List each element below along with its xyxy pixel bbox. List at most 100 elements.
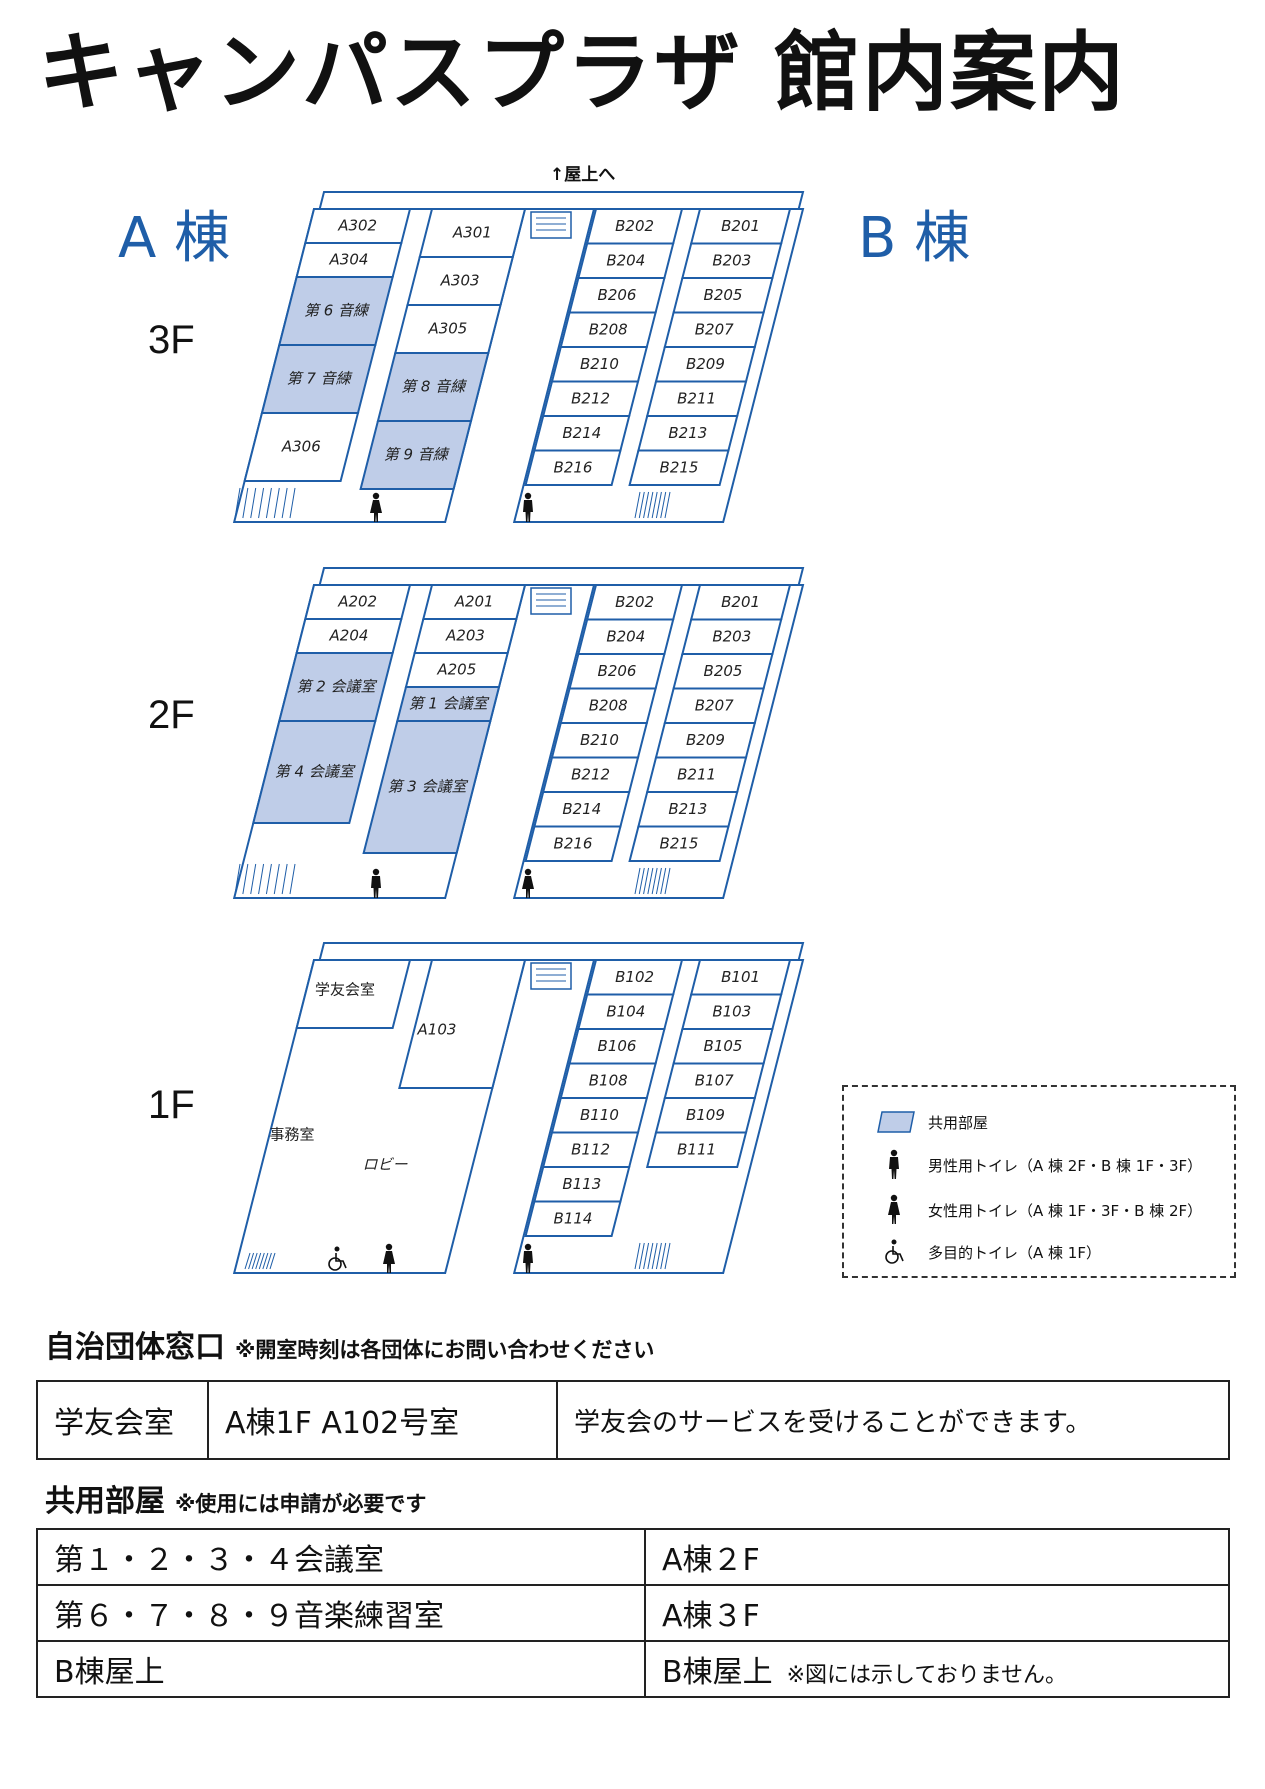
room-label: A205: [436, 661, 476, 679]
room-label: B106: [598, 1037, 637, 1055]
shared-title: 共用部屋: [45, 1484, 165, 1519]
shared-place-note: ※図には示しておりません。: [786, 1663, 1068, 1688]
room-label: B114: [554, 1209, 593, 1227]
shared-room: 第１・２・３・４会議室: [36, 1528, 646, 1586]
room-label: B214: [562, 800, 601, 818]
stairs-icon: [530, 962, 572, 990]
room-label: B112: [571, 1140, 610, 1158]
room-label: B205: [704, 286, 743, 304]
room-label: ロビー: [362, 1156, 408, 1174]
floor-plan-1f: 学友会室A103事務室ロビーB102B104B106B108B110B112B1…: [232, 942, 805, 1274]
room-label: B204: [606, 627, 645, 645]
room-box: [524, 449, 622, 486]
room-label: B110: [580, 1106, 619, 1124]
wheelchair-icon: [872, 1238, 916, 1265]
room-label: B215: [660, 458, 699, 476]
room-label: B103: [712, 1002, 751, 1020]
room-label: B202: [615, 593, 654, 611]
legend-male: 男性用トイレ（A 棟 2F・B 棟 1F・3F）: [872, 1149, 1203, 1179]
room-label: B201: [721, 217, 760, 235]
room-label: 第 1 会議室: [409, 695, 490, 713]
shared-note: ※使用には申請が必要です: [175, 1492, 427, 1516]
room-label: B206: [598, 662, 637, 680]
room-label: A103: [417, 1021, 457, 1039]
jichi-place: A棟1F A102号室: [207, 1380, 558, 1460]
shared-place: A棟２F: [644, 1528, 1230, 1586]
room-label: A304: [329, 251, 369, 269]
room-label: B207: [695, 696, 734, 714]
room-label: B105: [704, 1037, 743, 1055]
room-box: [524, 1200, 622, 1237]
floor-label-2f: 2F: [148, 693, 195, 737]
room-box: [645, 1131, 748, 1168]
table-row: 第１・２・３・４会議室 A棟２F: [36, 1528, 1230, 1586]
room-label: 第 4 会議室: [275, 763, 356, 781]
room-box: [524, 825, 622, 862]
shared-section-title: 共用部屋 ※使用には申請が必要です: [45, 1476, 426, 1520]
room-box: [628, 449, 730, 486]
floor-label-1f: 1F: [148, 1083, 195, 1127]
legend-shared: 共用部屋: [872, 1109, 988, 1135]
room-label: 第 6 音練: [304, 302, 370, 320]
room-label: 第 2 会議室: [296, 678, 377, 696]
room-label: 学友会室: [315, 981, 375, 999]
stairs-icon: [530, 211, 572, 239]
room-label: B203: [712, 627, 751, 645]
legend-female: 女性用トイレ（A 棟 1F・3F・B 棟 2F）: [872, 1194, 1203, 1224]
room-label: A204: [329, 627, 369, 645]
page-title: キャンパスプラザ 館内案内: [38, 23, 1126, 123]
room-label: B214: [562, 424, 601, 442]
room-box: [398, 959, 527, 1089]
legend-accessible-label: 多目的トイレ（A 棟 1F）: [928, 1243, 1101, 1262]
legend-shared-label: 共用部屋: [928, 1113, 989, 1132]
shared-room: 第６・７・８・９音楽練習室: [36, 1584, 646, 1642]
room-label: B213: [668, 800, 707, 818]
jichi-section-title: 自治団体窓口※開室時刻は各団体にお問い合わせください: [45, 1322, 654, 1366]
room-label: A201: [454, 593, 494, 611]
stairs-icon: [634, 867, 671, 895]
room-label: B209: [686, 355, 725, 373]
table-row: B棟屋上 B棟屋上※図には示しておりません。: [36, 1640, 1230, 1698]
room-label: B111: [677, 1140, 716, 1158]
room-label: B101: [721, 968, 760, 986]
stairs-icon: [530, 587, 572, 615]
jichi-note: ※開室時刻は各団体にお問い合わせください: [235, 1338, 655, 1362]
female-toilet-icon: [872, 1194, 916, 1224]
legend-box: 共用部屋 男性用トイレ（A 棟 2F・B 棟 1F・3F） 女性用トイレ（A 棟…: [842, 1085, 1236, 1278]
wing-a-label: A 棟: [118, 206, 231, 271]
top-corridor: [318, 191, 805, 210]
shared-table: 第１・２・３・４会議室 A棟２F 第６・７・８・９音楽練習室 A棟３F B棟屋上…: [36, 1528, 1230, 1698]
room-label: B109: [686, 1106, 725, 1124]
room-label: B104: [606, 1002, 645, 1020]
room-label: B208: [589, 320, 628, 338]
jichi-desc: 学友会のサービスを受けることができます。: [556, 1380, 1230, 1460]
top-corridor: [318, 942, 805, 961]
table-row: 第６・７・８・９音楽練習室 A棟３F: [36, 1584, 1230, 1642]
room-label: B107: [695, 1071, 734, 1089]
room-label: B205: [704, 662, 743, 680]
room-label: A306: [281, 438, 321, 456]
room-box: [252, 720, 377, 824]
shared-place: A棟３F: [644, 1584, 1230, 1642]
male-toilet-icon: [872, 1149, 916, 1179]
room-label: B213: [668, 424, 707, 442]
room-label: B209: [686, 731, 725, 749]
room-label: B113: [562, 1175, 601, 1193]
jichi-name: 学友会室: [36, 1380, 209, 1460]
table-row: 学友会室 A棟1F A102号室 学友会のサービスを受けることができます。: [36, 1380, 1230, 1460]
legend-female-label: 女性用トイレ（A 棟 1F・3F・B 棟 2F）: [928, 1201, 1203, 1220]
jichi-table: 学友会室 A棟1F A102号室 学友会のサービスを受けることができます。: [36, 1380, 1230, 1460]
room-label: B210: [580, 731, 619, 749]
room-label: B210: [580, 355, 619, 373]
stairs-icon: [634, 1242, 671, 1270]
room-box: [628, 825, 730, 862]
legend-accessible: 多目的トイレ（A 棟 1F）: [872, 1238, 1101, 1265]
legend-male-label: 男性用トイレ（A 棟 2F・B 棟 1F・3F）: [928, 1156, 1203, 1175]
room-label: B216: [554, 834, 593, 852]
room-label: 第 9 音練: [384, 446, 450, 464]
room-label: B212: [571, 765, 610, 783]
room-label: A302: [337, 217, 377, 235]
